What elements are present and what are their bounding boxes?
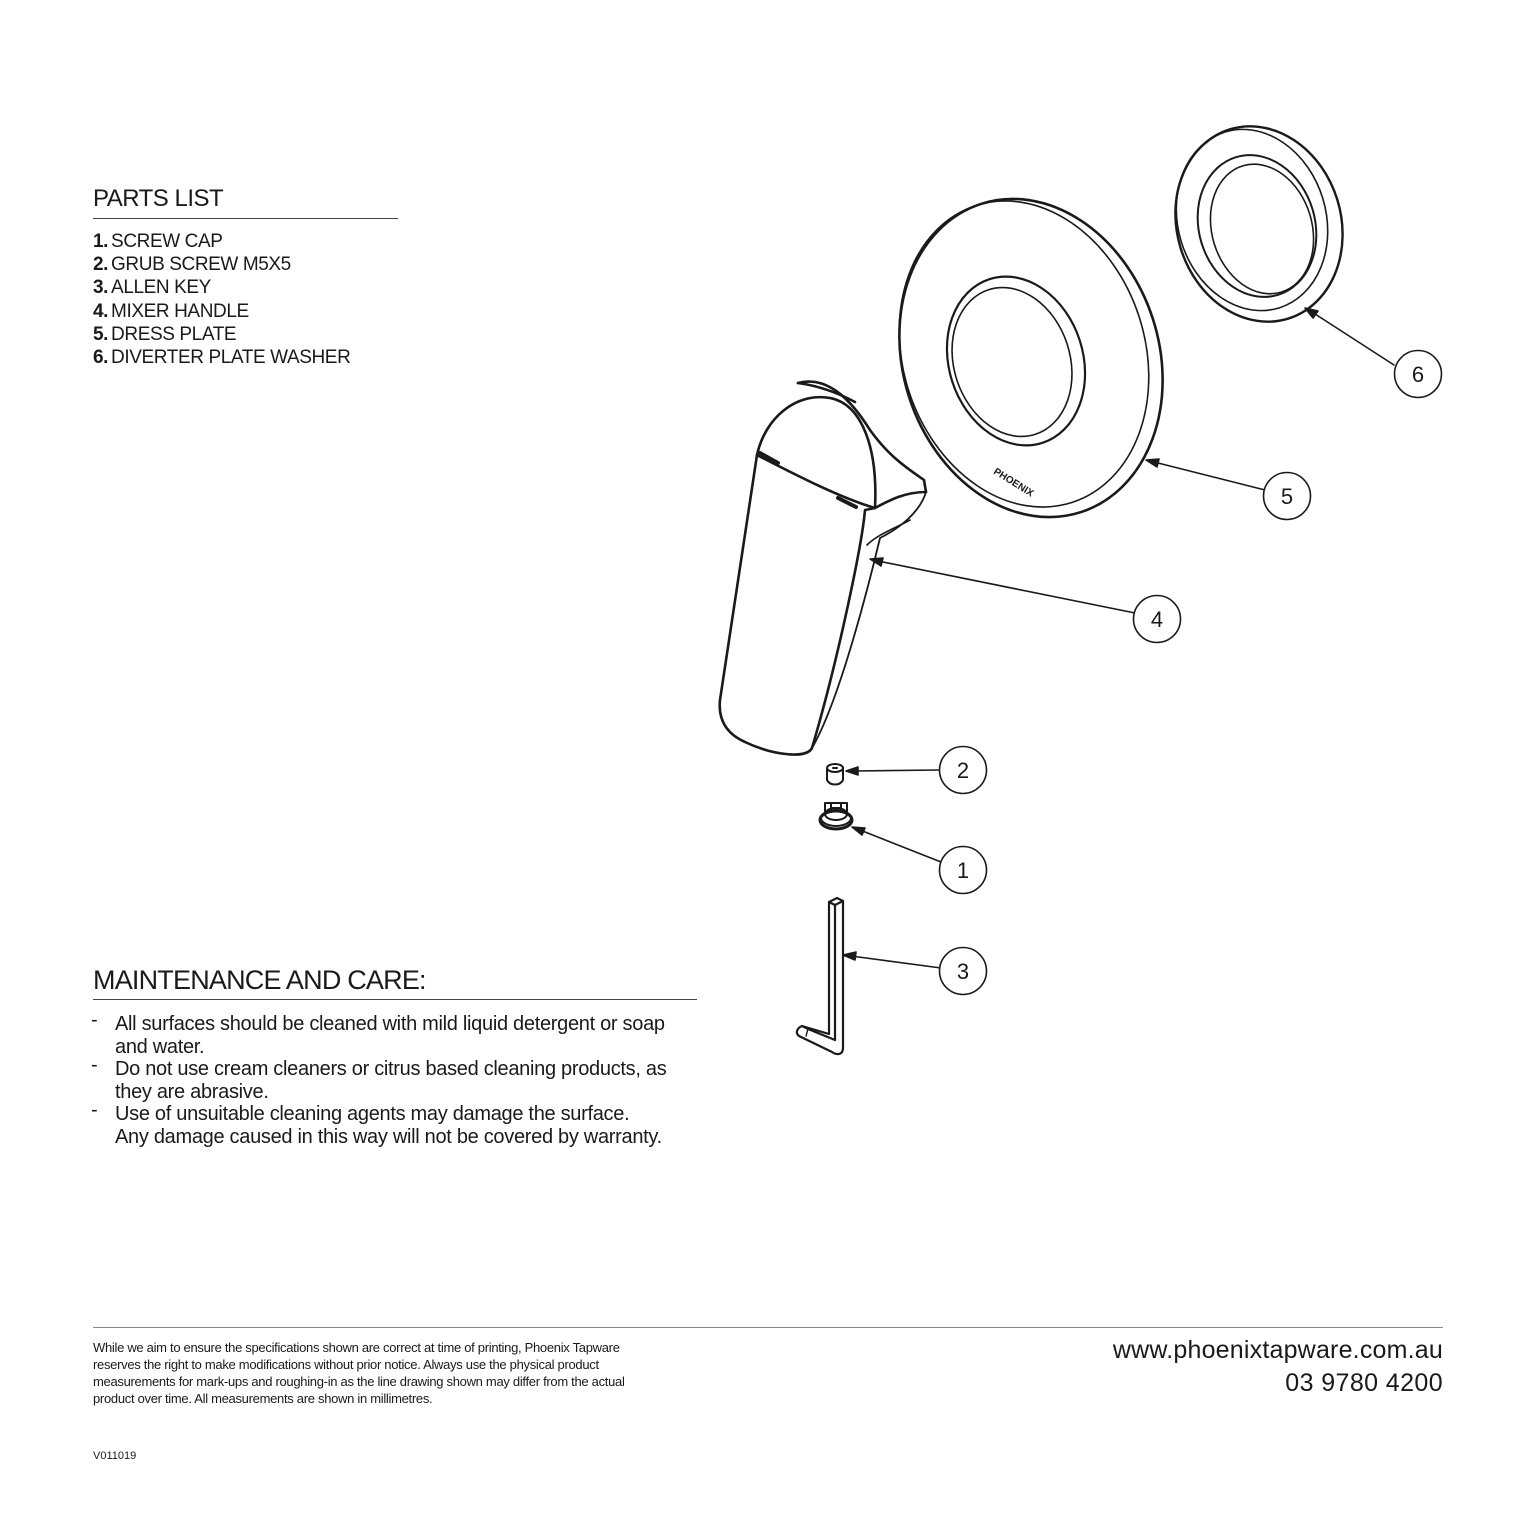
website-link[interactable]: www.phoenixtapware.com.au: [1112, 1336, 1443, 1364]
maintenance-item-text: Use of unsuitable cleaning agents may da…: [115, 1103, 662, 1148]
parts-list-item: 4.MIXER HANDLE: [93, 300, 350, 323]
callout-2: 2: [938, 745, 988, 795]
maintenance-item: -All surfaces should be cleaned with mil…: [91, 1009, 713, 1058]
part-label: ALLEN KEY: [111, 277, 211, 299]
phone-number: 03 9780 4200: [1285, 1369, 1443, 1397]
part-label: MIXER HANDLE: [111, 300, 249, 322]
bullet-dash: -: [91, 1009, 98, 1031]
part-number: 4.: [93, 300, 109, 322]
screw-cap-drawing: [818, 802, 854, 831]
grub-screw-drawing: [826, 763, 844, 786]
disclaimer-text: While we aim to ensure the specification…: [93, 1340, 625, 1406]
footer-divider: [93, 1327, 1443, 1328]
maintenance-item-text: All surfaces should be cleaned with mild…: [115, 1013, 665, 1058]
callout-5-label: 5: [1281, 484, 1293, 509]
maintenance-divider: [93, 999, 697, 1000]
bullet-dash: -: [91, 1099, 98, 1121]
callout-4-label: 4: [1151, 607, 1163, 632]
callout-3-label: 3: [957, 959, 969, 984]
diverter-plate-washer-drawing: [1174, 125, 1344, 323]
callout-6: 6: [1393, 349, 1443, 399]
part-number: 6.: [93, 347, 109, 369]
maintenance-item-text: Do not use cream cleaners or citrus base…: [115, 1058, 667, 1103]
mixer-handle-drawing: [718, 380, 928, 756]
dress-plate-drawing: PHOENIX: [898, 197, 1164, 519]
phoenix-brand-mark: PHOENIX: [991, 466, 1035, 499]
parts-list-item: 3.ALLEN KEY: [93, 276, 350, 299]
callout-4: 4: [1132, 594, 1182, 644]
part-label: GRUB SCREW M5X5: [111, 254, 291, 276]
callout-1: 1: [938, 845, 988, 895]
maintenance-item: -Use of unsuitable cleaning agents may d…: [91, 1099, 713, 1148]
part-number: 5.: [93, 323, 109, 345]
parts-list-item: 2.GRUB SCREW M5X5: [93, 253, 350, 276]
parts-list-item: 6.DIVERTER PLATE WASHER: [93, 346, 351, 369]
maintenance-list: -All surfaces should be cleaned with mil…: [91, 1009, 713, 1148]
part-label: DRESS PLATE: [111, 323, 237, 345]
parts-list-item: 5.DRESS PLATE: [93, 323, 350, 346]
bullet-dash: -: [91, 1054, 98, 1076]
part-number: 2.: [93, 254, 109, 276]
callout-3: 3: [938, 946, 988, 996]
parts-list-divider: [93, 218, 398, 219]
allen-key-drawing: [795, 896, 845, 1056]
maintenance-item: -Do not use cream cleaners or citrus bas…: [91, 1054, 713, 1103]
part-number: 1.: [93, 231, 109, 252]
parts-list: 1.SCREW CAP 2.GRUB SCREW M5X5 3.ALLEN KE…: [93, 230, 351, 369]
part-number: 3.: [93, 277, 109, 299]
callout-2-label: 2: [957, 758, 969, 783]
leader-lines: [842, 307, 1395, 969]
parts-list-item: 1.SCREW CAP: [93, 230, 350, 253]
part-label: SCREW CAP: [111, 231, 223, 252]
callout-5: 5: [1262, 471, 1312, 521]
callout-1-label: 1: [957, 858, 969, 883]
parts-list-title: PARTS LIST: [93, 185, 224, 212]
version-code: V011019: [93, 1450, 137, 1462]
maintenance-title: MAINTENANCE AND CARE:: [93, 965, 427, 995]
callout-6-label: 6: [1412, 362, 1424, 387]
part-label: DIVERTER PLATE WASHER: [111, 347, 351, 369]
